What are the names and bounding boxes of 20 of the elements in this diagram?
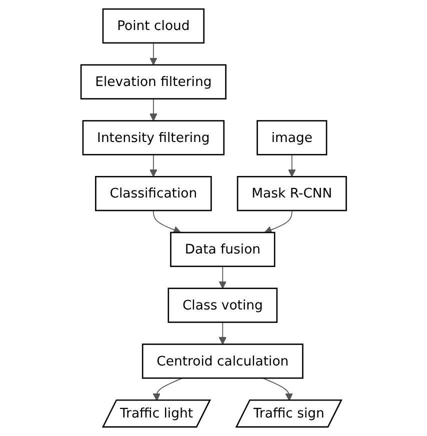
node-box xyxy=(142,344,304,379)
node-box xyxy=(168,288,278,323)
arrow xyxy=(262,378,293,401)
node-box xyxy=(102,8,204,44)
arrow xyxy=(152,378,183,401)
flowchart-diagram: Point cloud image Elevation filtering Mask R-CNN Intensity filtering Classification Data fusion Class voting Centroid calculation Traffic light Traffic sign xyxy=(74,2,354,434)
node-box xyxy=(236,176,347,212)
arrow xyxy=(264,210,292,234)
node-box xyxy=(82,120,224,156)
arrow xyxy=(149,154,158,177)
node-box xyxy=(80,64,226,100)
arrow xyxy=(288,154,296,177)
arrow xyxy=(218,266,226,289)
arrow xyxy=(149,98,158,122)
node-box xyxy=(256,120,328,156)
arrow xyxy=(149,42,158,66)
node-box xyxy=(170,232,276,268)
arrow xyxy=(152,210,181,234)
node-box xyxy=(94,176,212,212)
arrow xyxy=(218,322,226,345)
